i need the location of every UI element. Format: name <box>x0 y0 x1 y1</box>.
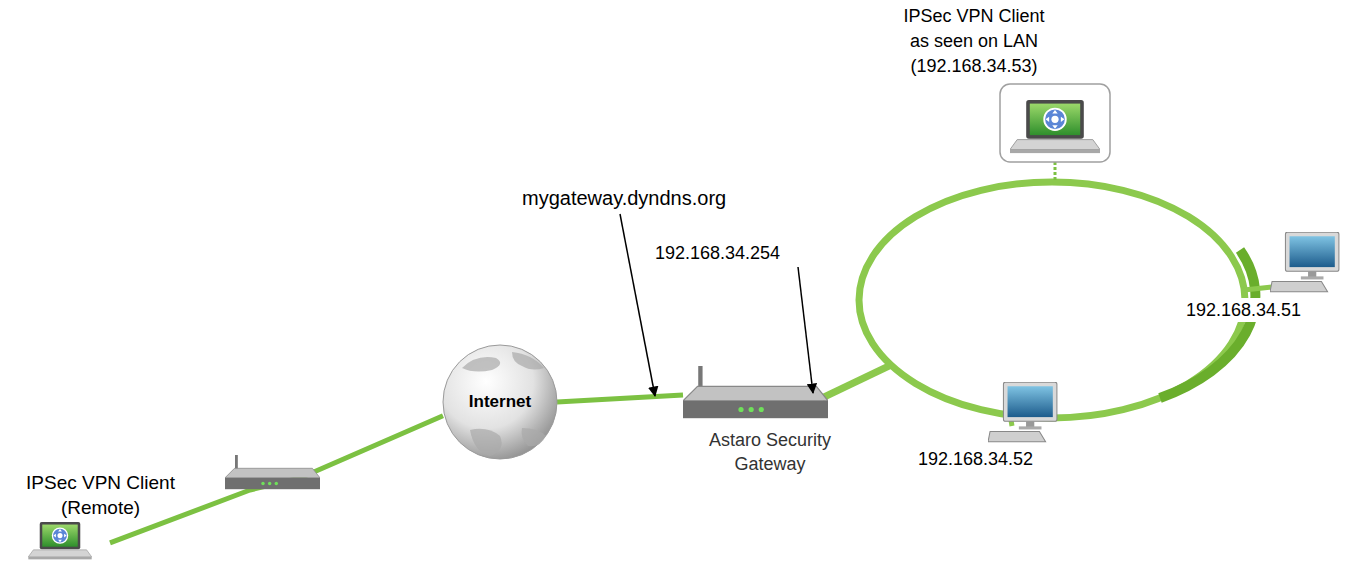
node-label: 192.168.34.51 <box>1183 298 1339 322</box>
security-gateway: Astaro Security Gateway <box>683 366 828 424</box>
leader-arrow <box>620 214 655 396</box>
network-link <box>557 395 683 402</box>
leader-arrow <box>798 267 813 393</box>
address-label: mygateway.dyndns.org <box>522 186 726 210</box>
node-label: Astaro Security Gateway <box>690 428 850 476</box>
internet-cloud: Internet <box>443 345 557 459</box>
pc-icon <box>988 382 1057 442</box>
laptop-icon <box>28 522 91 559</box>
lan-client: IPSec VPN Client as seen on LAN (192.168… <box>1000 84 1110 162</box>
lan-link <box>822 365 891 398</box>
internet-globe <box>443 345 557 459</box>
lan-host: 192.168.34.51 <box>1270 232 1342 294</box>
node-label: IPSec VPN Client (Remote) <box>8 470 193 520</box>
pc-icon <box>1270 232 1339 292</box>
laptop-icon <box>1010 100 1100 153</box>
lan-drop <box>1244 287 1272 290</box>
node-label: 192.168.34.52 <box>918 447 1068 471</box>
lan-ring-shade <box>1160 250 1255 398</box>
gateway-icon <box>683 366 828 418</box>
router-icon <box>225 455 320 489</box>
lan-client-frame <box>1000 84 1110 162</box>
lan-drop <box>1054 162 1057 182</box>
lan-host: 192.168.34.52 <box>988 382 1060 444</box>
node-label: Internet <box>443 391 557 413</box>
address-label: 192.168.34.254 <box>655 242 780 264</box>
node-label: IPSec VPN Client as seen on LAN (192.168… <box>895 4 1053 79</box>
remote-client: IPSec VPN Client (Remote) <box>10 522 110 560</box>
